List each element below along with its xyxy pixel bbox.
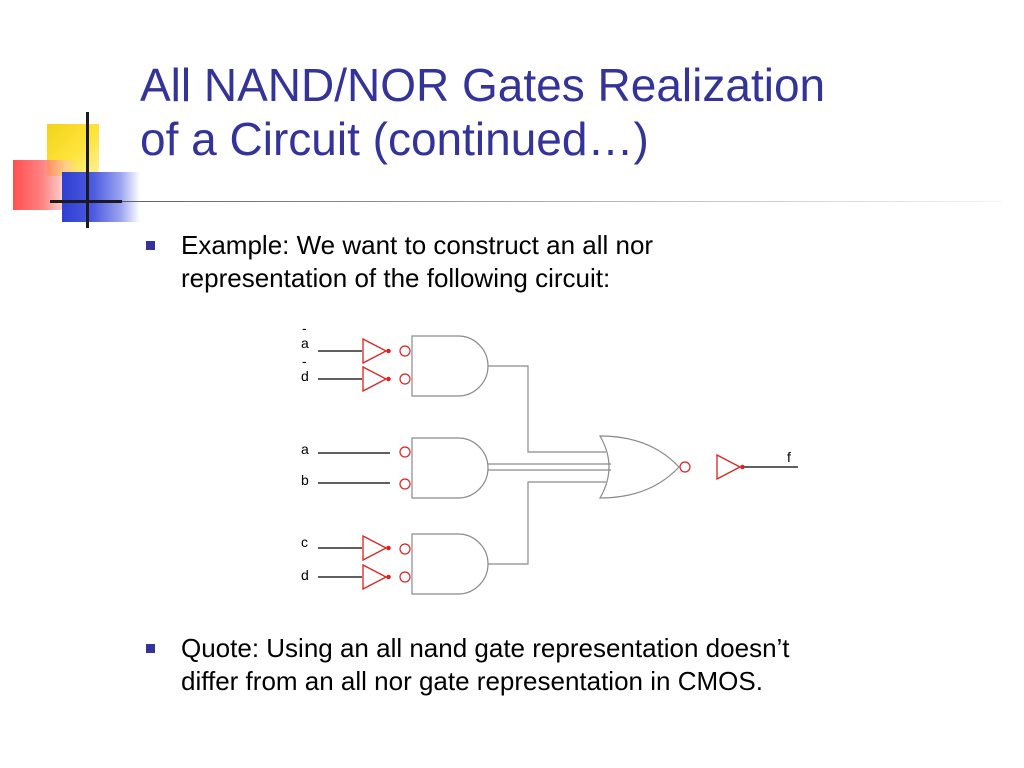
- wire-gate3-to-or: [488, 481, 606, 565]
- input-label-a-bar: a: [301, 335, 309, 351]
- bullet-example: Example: We want to construct an all nor…: [146, 229, 1006, 299]
- output-label-f: f: [787, 449, 791, 465]
- vertical-rule-decoration: [86, 112, 89, 228]
- inverter-d-bar: [362, 365, 388, 393]
- bullet-example-text: Example: We want to construct an all nor…: [181, 229, 653, 295]
- wire-gate1-to-or: [488, 365, 606, 453]
- input-label-d: d: [301, 567, 309, 583]
- inverter-bubble-d: [386, 574, 391, 580]
- and-gate-1: [411, 335, 489, 397]
- and-gates: [411, 335, 680, 595]
- gate3-bubble-top: [399, 543, 411, 555]
- gate2-bubble-top: [399, 446, 411, 458]
- inverter-a-bar: [362, 337, 388, 365]
- blue-square-decoration: [62, 172, 140, 222]
- square-bullet-icon: [146, 241, 155, 250]
- or-gate-output-bubble: [679, 461, 691, 473]
- bullet-example-line-2: representation of the following circuit:: [181, 263, 611, 293]
- short-rule-decoration: [50, 200, 122, 203]
- circuit-diagram: - a - d a b c d f: [301, 322, 798, 595]
- gate1-bubble-bottom: [399, 373, 411, 385]
- inverter-c: [362, 534, 388, 562]
- inverter-bubble-a-bar: [386, 348, 391, 354]
- inverter-bubble-d-bar: [386, 376, 391, 382]
- slide-title-line-2: of a Circuit (continued…): [140, 113, 649, 165]
- and-gate-2: [411, 437, 489, 499]
- gate1-bubble-top: [399, 345, 411, 357]
- slide-title: All NAND/NOR Gates Realization of a Circ…: [140, 58, 1000, 166]
- bullet-quote-line-2: differ from an all nor gate representati…: [181, 666, 763, 696]
- input-wires: [318, 350, 798, 578]
- title-underline-rule: [122, 201, 1002, 202]
- gate-input-bubbles: [399, 345, 691, 583]
- input-label-a: a: [301, 441, 309, 457]
- gate2-bubble-bottom: [399, 478, 411, 490]
- inverter-bubble-c: [386, 545, 391, 551]
- inverter-output: [716, 453, 742, 481]
- bullet-quote: Quote: Using an all nand gate representa…: [146, 632, 1006, 702]
- inverter-d: [362, 563, 388, 591]
- input-label-d-bar: d: [301, 368, 309, 384]
- gate3-bubble-bottom: [399, 571, 411, 583]
- interconnect-wires: [488, 365, 611, 565]
- bullet-quote-line-1: Quote: Using an all nand gate representa…: [181, 633, 790, 663]
- input-label-c: c: [301, 534, 308, 550]
- input-inverters: [362, 337, 745, 591]
- square-bullet-icon: [146, 644, 155, 653]
- bar-mark-a: -: [302, 322, 307, 336]
- slide-title-line-1: All NAND/NOR Gates Realization: [140, 59, 826, 111]
- or-gate: [598, 435, 680, 499]
- input-label-b: b: [301, 472, 309, 488]
- and-gate-3: [411, 533, 489, 595]
- bar-mark-d: -: [302, 353, 307, 369]
- bullet-quote-text: Quote: Using an all nand gate representa…: [181, 632, 790, 698]
- inverter-bubble-output: [740, 464, 745, 470]
- bullet-example-line-1: Example: We want to construct an all nor: [181, 230, 654, 260]
